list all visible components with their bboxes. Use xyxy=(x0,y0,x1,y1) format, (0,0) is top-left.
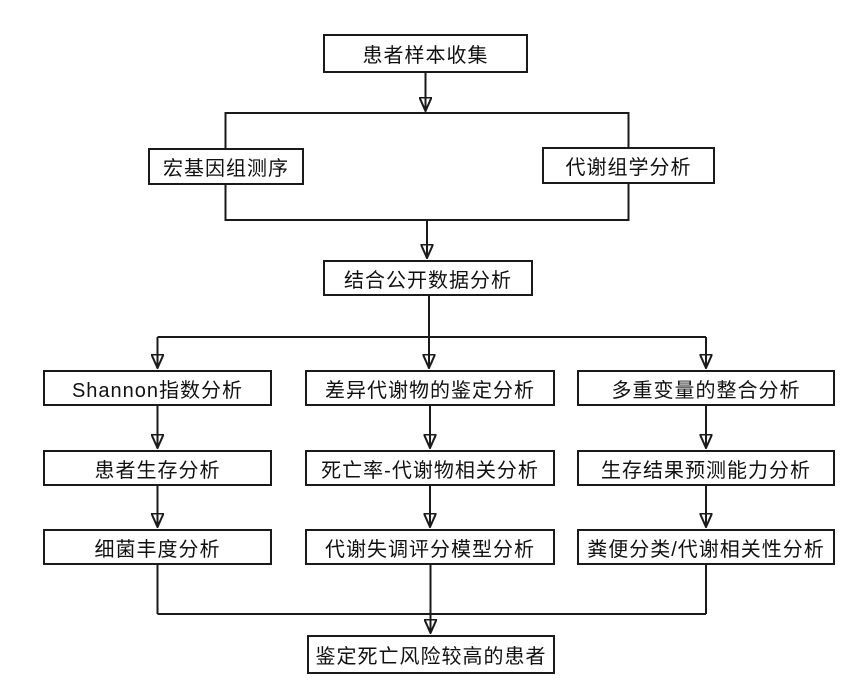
node-bacterial-abundance-analysis: 细菌丰度分析 xyxy=(43,529,272,565)
node-high-mortality-risk-identification: 鉴定死亡风险较高的患者 xyxy=(307,635,555,674)
node-differential-metabolite-analysis: 差异代谢物的鉴定分析 xyxy=(305,370,555,406)
node-multivariate-integration-analysis: 多重变量的整合分析 xyxy=(577,370,835,406)
node-patient-sample-collection: 患者样本收集 xyxy=(323,34,528,73)
node-metabolic-dysregulation-score-model: 代谢失调评分模型分析 xyxy=(305,529,555,565)
node-public-data-analysis: 结合公开数据分析 xyxy=(323,260,533,296)
node-patient-survival-analysis: 患者生存分析 xyxy=(43,450,272,486)
node-mortality-metabolite-correlation: 死亡率-代谢物相关分析 xyxy=(305,450,555,486)
node-metabolomics-analysis: 代谢组学分析 xyxy=(542,147,715,184)
node-shannon-index-analysis: Shannon指数分析 xyxy=(43,370,272,406)
node-fecal-classification-metabolism-correlation: 粪便分类/代谢相关性分析 xyxy=(577,529,835,565)
node-metagenomic-sequencing: 宏基因组测序 xyxy=(148,148,304,185)
node-survival-prediction-ability: 生存结果预测能力分析 xyxy=(577,450,835,486)
